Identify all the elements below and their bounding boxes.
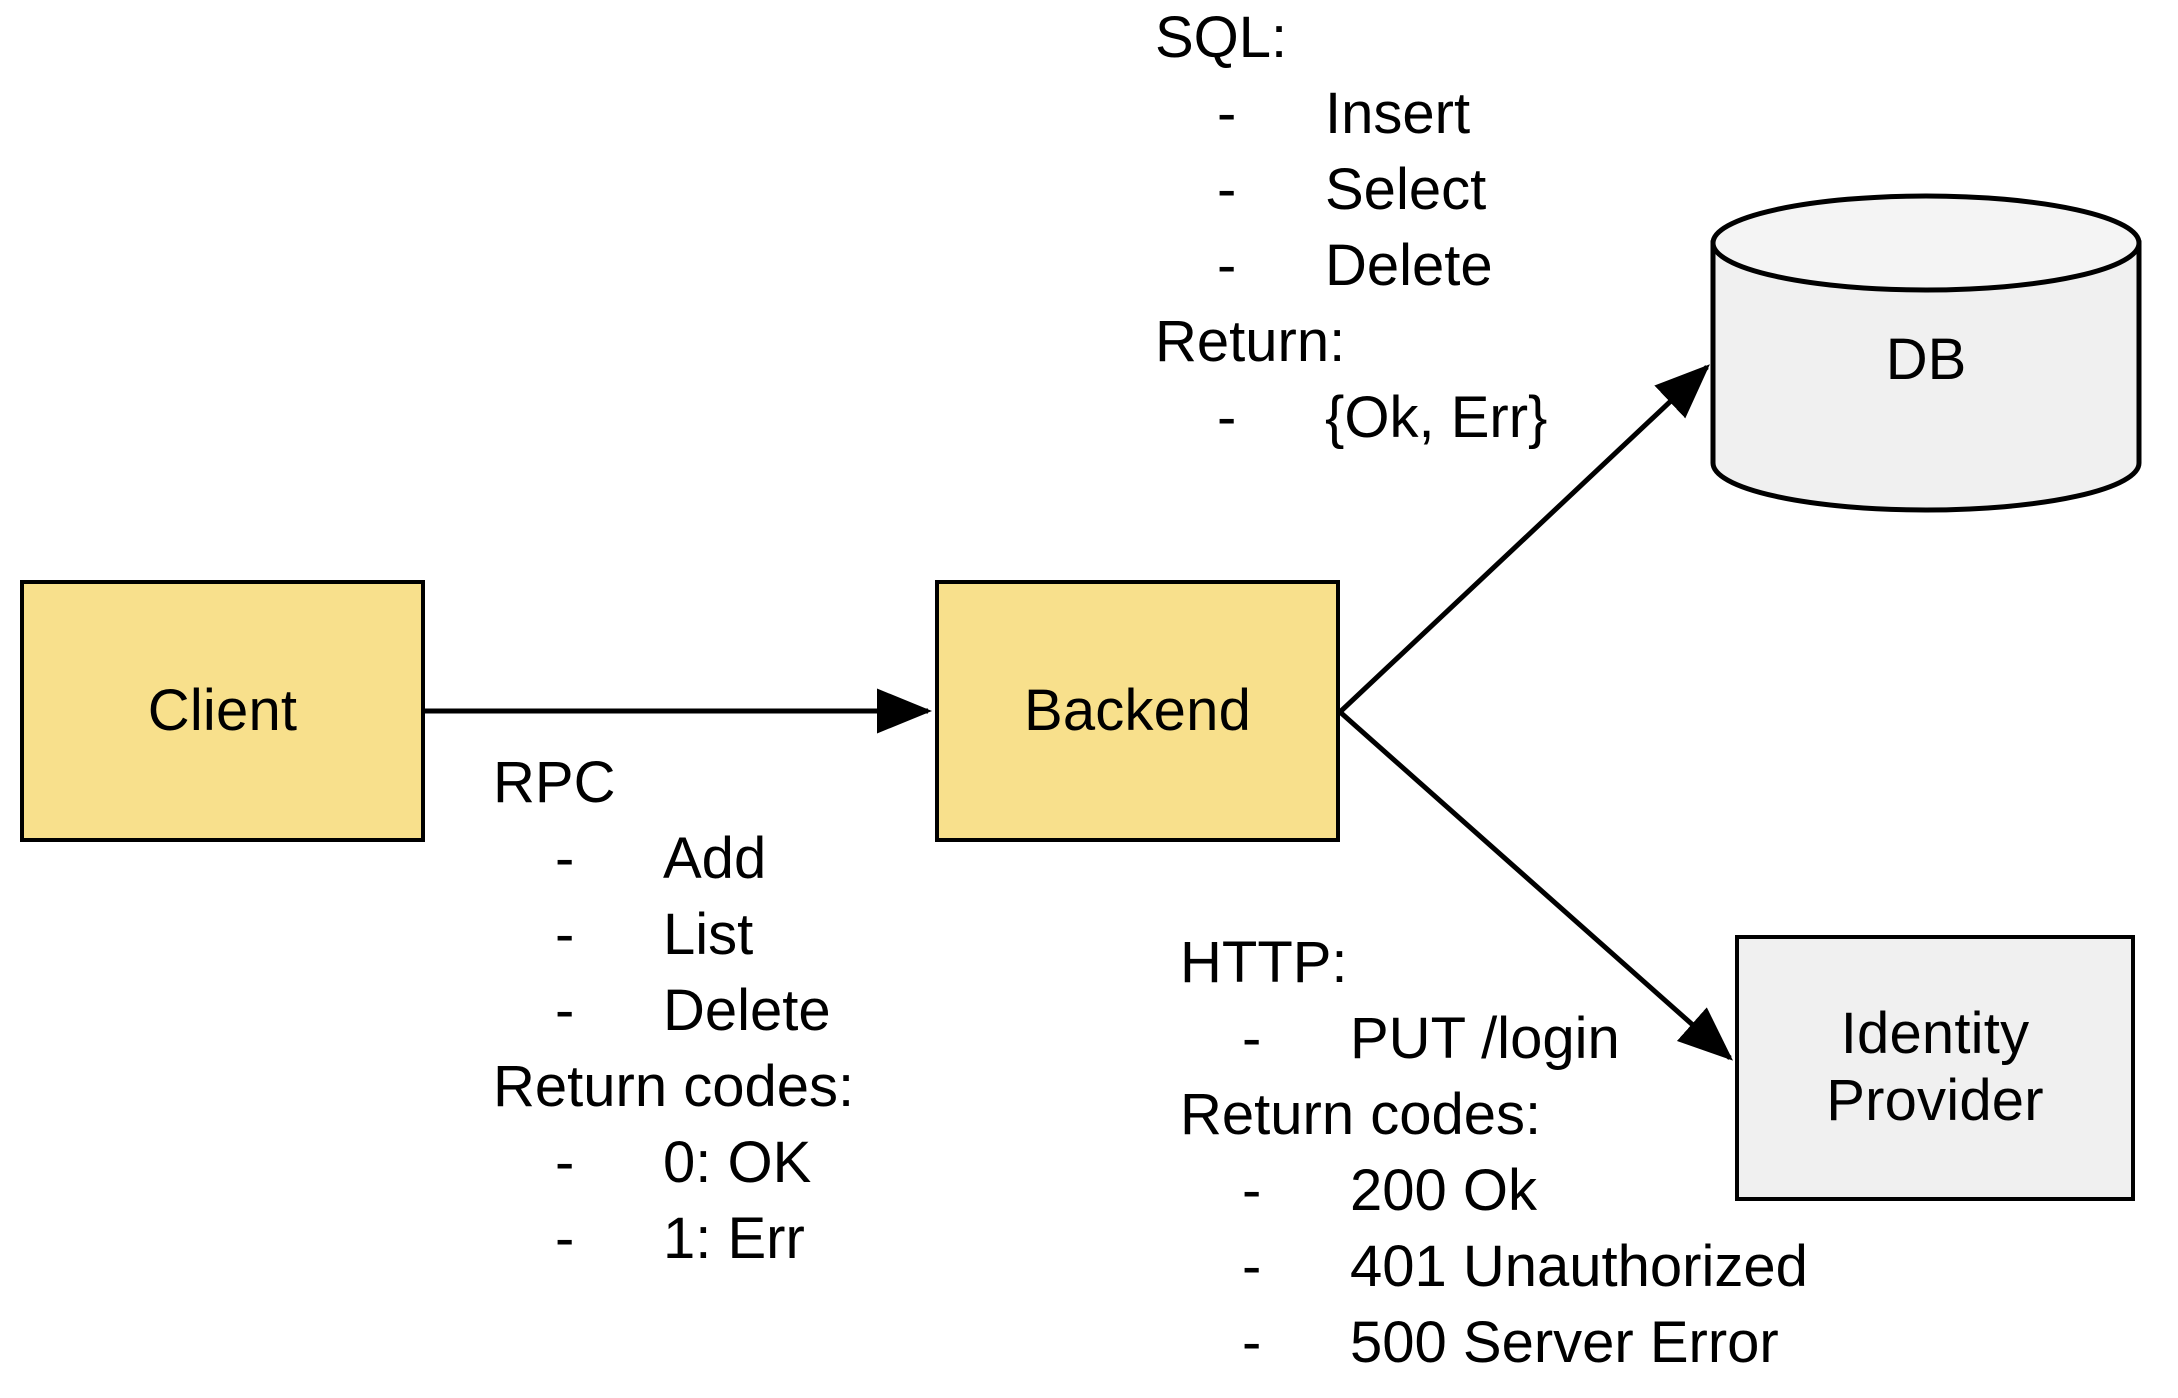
annotation-sql-operation: - Delete bbox=[1155, 228, 1547, 304]
bullet-dash-icon: - bbox=[1242, 1158, 1262, 1223]
bullet-dash-icon: - bbox=[1217, 81, 1237, 146]
bullet-dash-icon: - bbox=[555, 1130, 575, 1195]
annotation-rpc-return-label: 0: OK bbox=[663, 1130, 812, 1195]
annotation-sql-operation: - Insert bbox=[1155, 76, 1547, 152]
annotation-http-returns-heading: Return codes: bbox=[1180, 1082, 1542, 1147]
annotation-rpc-operation-label: List bbox=[663, 902, 754, 967]
annotation-http-return-label: 401 Unauthorized bbox=[1350, 1234, 1808, 1299]
annotation-http: HTTP: - PUT /login Return codes: - 200 O… bbox=[1180, 925, 1808, 1381]
annotation-sql-returns-heading: Return: bbox=[1155, 309, 1346, 374]
annotation-http-return: - 401 Unauthorized bbox=[1180, 1229, 1808, 1305]
bullet-dash-icon: - bbox=[1242, 1310, 1262, 1375]
annotation-sql-operation: - Select bbox=[1155, 152, 1547, 228]
annotation-rpc-operation-label: Add bbox=[663, 826, 767, 891]
annotation-http-return-label: 200 Ok bbox=[1350, 1158, 1537, 1223]
bullet-dash-icon: - bbox=[555, 1206, 575, 1271]
annotation-rpc-return: - 1: Err bbox=[493, 1201, 854, 1277]
bullet-dash-icon: - bbox=[1242, 1234, 1262, 1299]
annotation-http-return: - 500 Server Error bbox=[1180, 1305, 1808, 1381]
annotation-http-return-label: 500 Server Error bbox=[1350, 1310, 1779, 1375]
annotation-rpc-operation-label: Delete bbox=[663, 978, 831, 1043]
bullet-dash-icon: - bbox=[1242, 1006, 1262, 1071]
bullet-dash-icon: - bbox=[1217, 233, 1237, 298]
node-identity-provider[interactable]: Identity Provider bbox=[1735, 935, 2135, 1201]
annotation-rpc-operation: - Delete bbox=[493, 973, 854, 1049]
node-identity-provider-label: Identity Provider bbox=[1826, 1001, 2044, 1134]
annotation-rpc: RPC - Add - List - Delete Return codes: … bbox=[493, 745, 854, 1277]
bullet-dash-icon: - bbox=[1217, 385, 1237, 450]
node-identity-provider-label-line1: Identity bbox=[1840, 1001, 2030, 1067]
annotation-rpc-heading: RPC bbox=[493, 750, 616, 815]
annotation-http-heading: HTTP: bbox=[1180, 930, 1348, 995]
annotation-sql-operation-label: Delete bbox=[1325, 233, 1493, 298]
annotation-sql-return-label: {Ok, Err} bbox=[1325, 385, 1548, 450]
annotation-rpc-operation: - List bbox=[493, 897, 854, 973]
bullet-dash-icon: - bbox=[555, 978, 575, 1043]
node-database[interactable]: DB bbox=[1710, 193, 2142, 513]
annotation-sql-heading: SQL: bbox=[1155, 5, 1288, 70]
bullet-dash-icon: - bbox=[1217, 157, 1237, 222]
annotation-http-return: - 200 Ok bbox=[1180, 1153, 1808, 1229]
annotation-sql: SQL: - Insert - Select - Delete Return: … bbox=[1155, 0, 1547, 456]
node-client-label: Client bbox=[147, 677, 298, 743]
bullet-dash-icon: - bbox=[555, 826, 575, 891]
node-backend[interactable]: Backend bbox=[935, 580, 1340, 842]
node-backend-label: Backend bbox=[1023, 677, 1252, 743]
annotation-sql-operation-label: Insert bbox=[1325, 81, 1471, 146]
annotation-rpc-return: - 0: OK bbox=[493, 1125, 854, 1201]
annotation-rpc-returns-heading: Return codes: bbox=[493, 1054, 855, 1119]
annotation-sql-return: - {Ok, Err} bbox=[1155, 380, 1547, 456]
database-cylinder-icon bbox=[1710, 193, 2142, 513]
annotation-http-operation: - PUT /login bbox=[1180, 1001, 1808, 1077]
bullet-dash-icon: - bbox=[555, 902, 575, 967]
annotation-rpc-return-label: 1: Err bbox=[663, 1206, 805, 1271]
annotation-http-operation-label: PUT /login bbox=[1350, 1006, 1620, 1071]
annotation-sql-operation-label: Select bbox=[1325, 157, 1487, 222]
annotation-rpc-operation: - Add bbox=[493, 821, 854, 897]
node-identity-provider-label-line2: Provider bbox=[1826, 1068, 2044, 1133]
node-client[interactable]: Client bbox=[20, 580, 425, 842]
